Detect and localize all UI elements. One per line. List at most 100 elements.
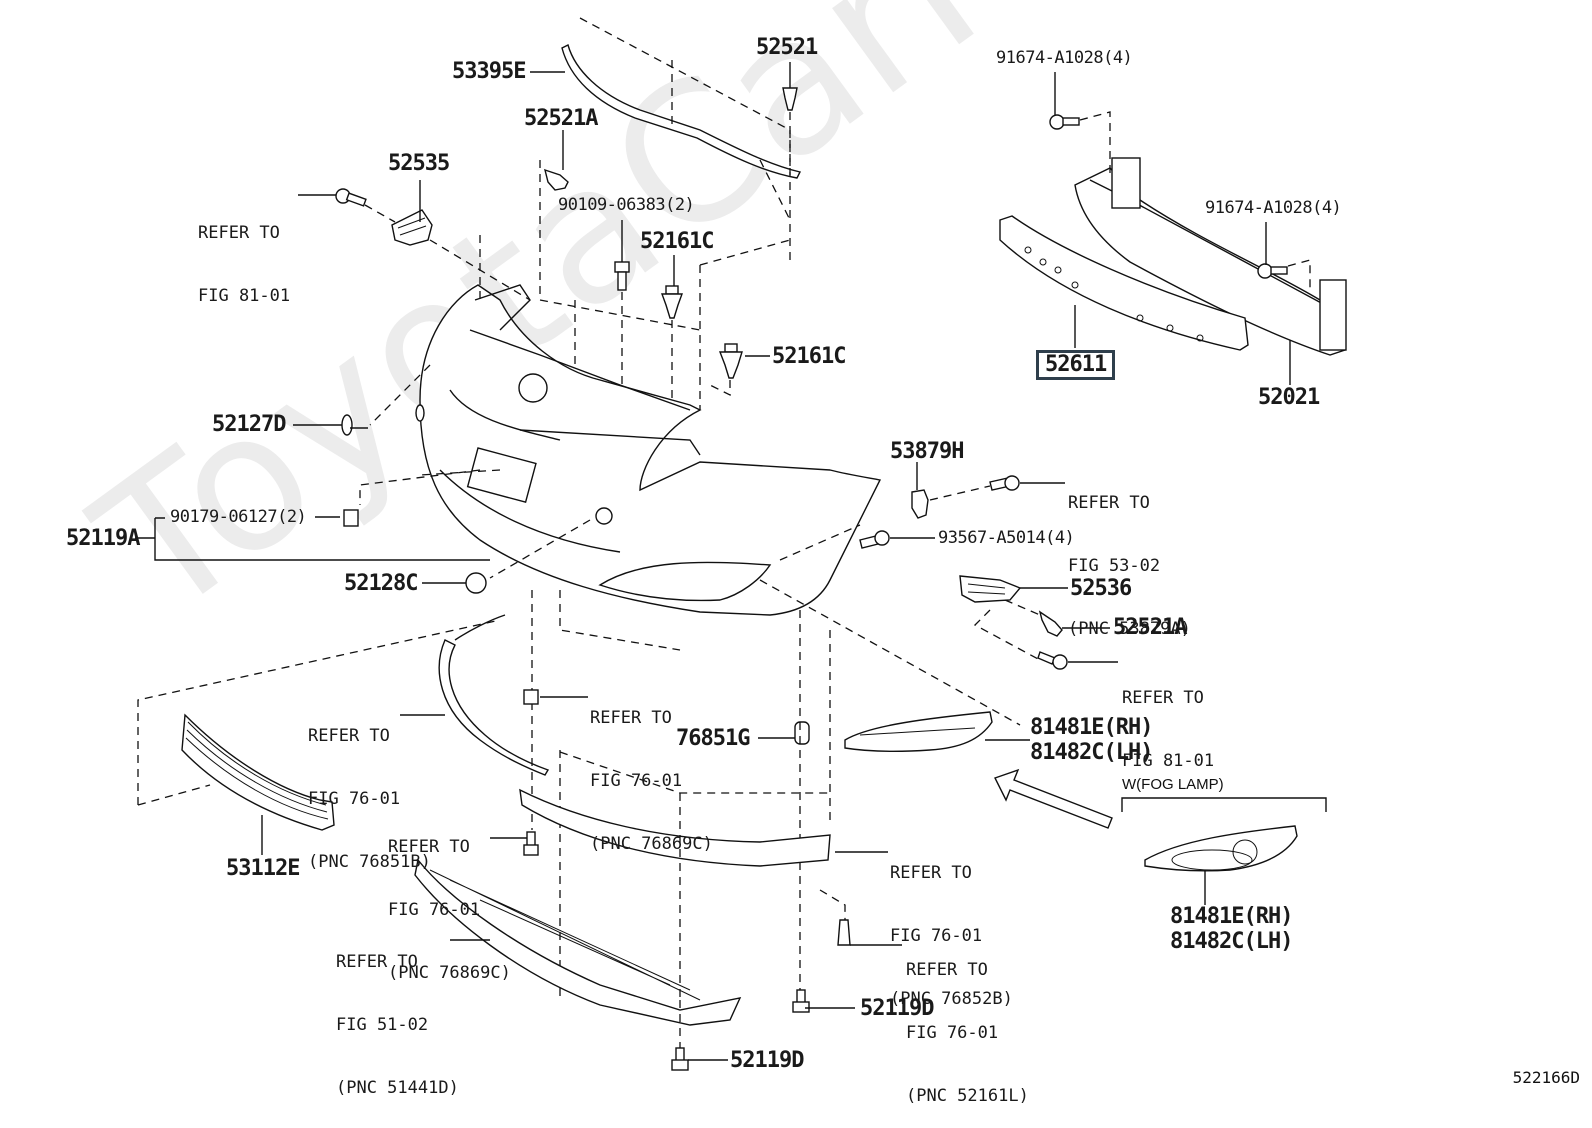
label-52521A-top[interactable]: 52521A xyxy=(524,106,598,131)
label-90179-06127[interactable]: 90179-06127(2) xyxy=(170,507,307,527)
refer-fig-53-02[interactable]: REFER TO FIG 53-02 (PNC 53879A) xyxy=(1068,451,1191,661)
label-53395E[interactable]: 53395E xyxy=(452,59,526,84)
refer-fig-76-01-pnc-76869C-bottom[interactable]: REFER TO FIG 76-01 (PNC 76869C) xyxy=(388,795,511,1005)
label-52535[interactable]: 52535 xyxy=(388,151,450,176)
refer-line-1: REFER TO xyxy=(1122,688,1204,708)
refer-line-2: FIG 76-01 xyxy=(590,771,683,791)
screw-52119D-lower[interactable] xyxy=(671,1047,689,1071)
label-52536[interactable]: 52536 xyxy=(1070,576,1132,601)
label-52161C-upper[interactable]: 52161C xyxy=(640,229,714,254)
clip-52161C-upper[interactable] xyxy=(661,285,683,319)
clip-52521A[interactable] xyxy=(544,168,569,191)
refer-line-2: FIG 81-01 xyxy=(1122,751,1215,771)
bracket-52536[interactable] xyxy=(959,575,1022,603)
label-52119A[interactable]: 52119A xyxy=(66,526,140,551)
label-52521A-right[interactable]: 52521A xyxy=(1113,615,1187,640)
bolt-refer-81-01-left[interactable] xyxy=(335,188,367,207)
refer-line-2: FIG 76-01 xyxy=(308,789,401,809)
refer-line-1: REFER TO xyxy=(198,223,280,243)
refer-line-2: FIG 76-01 xyxy=(906,1023,999,1043)
label-52119D-upper[interactable]: 52119D xyxy=(860,996,934,1021)
label-81482C-upper[interactable]: 81482C(LH) xyxy=(1030,740,1153,765)
refer-fig-76-01-pnc-76869C-top[interactable]: REFER TO FIG 76-01 (PNC 76869C) xyxy=(590,666,713,876)
fog-lamp-cover-with-lamp[interactable] xyxy=(1144,825,1298,872)
label-76851G[interactable]: 76851G xyxy=(676,726,750,751)
clip-refer-52161L[interactable] xyxy=(837,919,851,946)
label-53112E[interactable]: 53112E xyxy=(226,856,300,881)
refer-line-3: (PNC 76852B) xyxy=(890,989,1013,1009)
label-93567-A5014[interactable]: 93567-A5014(4) xyxy=(938,528,1075,548)
refer-fig-81-01-right[interactable]: REFER TO FIG 81-01 xyxy=(1122,646,1214,793)
label-90109-06383[interactable]: 90109-06383(2) xyxy=(558,195,695,215)
clip-52521[interactable] xyxy=(782,87,798,111)
reinforcement-76851B[interactable] xyxy=(438,614,550,776)
label-52161C-lower[interactable]: 52161C xyxy=(772,344,846,369)
bolt-90109-06383[interactable] xyxy=(614,261,630,291)
refer-line-2: FIG 81-01 xyxy=(198,286,291,306)
lower-grille-53112E[interactable] xyxy=(181,713,335,831)
nut-90179-06127[interactable] xyxy=(343,509,359,527)
refer-fig-81-01-left[interactable]: REFER TO FIG 81-01 xyxy=(198,181,290,328)
refer-fig-76-01-pnc-52161L[interactable]: REFER TO FIG 76-01 (PNC 52161L) xyxy=(906,918,1029,1128)
refer-line-2: FIG 51-02 xyxy=(336,1015,429,1035)
label-52127D[interactable]: 52127D xyxy=(212,412,286,437)
refer-line-3: (PNC 51441D) xyxy=(336,1078,459,1098)
screw-52119D-upper[interactable] xyxy=(792,989,810,1013)
refer-fig-51-02-pnc-51441D[interactable]: REFER TO FIG 51-02 (PNC 51441D) xyxy=(336,910,459,1120)
label-52521[interactable]: 52521 xyxy=(756,35,818,60)
refer-line-2: FIG 76-01 xyxy=(890,926,983,946)
refer-line-1: REFER TO xyxy=(308,726,390,746)
refer-line-3: (PNC 76851B) xyxy=(308,852,431,872)
label-53879H[interactable]: 53879H xyxy=(890,439,964,464)
bracket-52535[interactable] xyxy=(391,209,433,246)
bolt-refer-81-01-right[interactable] xyxy=(1037,651,1068,670)
bumper-cover-52119A[interactable] xyxy=(415,284,882,616)
label-52611-highlighted[interactable]: 52611 xyxy=(1036,350,1116,380)
reinforcement-76852B[interactable] xyxy=(519,788,831,867)
under-cover-51441D[interactable] xyxy=(414,858,742,1026)
label-81481E-lower[interactable]: 81481E(RH) xyxy=(1170,904,1293,929)
refer-line-2: FIG 53-02 xyxy=(1068,556,1161,576)
label-91674-A1028-lower[interactable]: 91674-A1028(4) xyxy=(1205,198,1342,218)
label-52119D-lower[interactable]: 52119D xyxy=(730,1048,804,1073)
refer-line-1: REFER TO xyxy=(906,960,988,980)
reinforcement-52021[interactable] xyxy=(1074,157,1347,356)
clip-52521A-right[interactable] xyxy=(1038,610,1063,637)
parts-diagram xyxy=(135,17,1347,1071)
direction-arrow xyxy=(994,768,1113,829)
bracket-53879H[interactable] xyxy=(911,489,929,519)
clip-52161C-lower[interactable] xyxy=(718,343,743,379)
refer-fig-76-01-pnc-76851B[interactable]: REFER TO FIG 76-01 (PNC 76851B) xyxy=(308,684,431,894)
leader-lines xyxy=(135,62,1291,1061)
refer-line-3: (PNC 53879A) xyxy=(1068,619,1191,639)
label-81482C-lower[interactable]: 81482C(LH) xyxy=(1170,929,1293,954)
bolt-91674-A1028-lower[interactable] xyxy=(1257,263,1288,279)
refer-line-1: REFER TO xyxy=(590,708,672,728)
label-52128C[interactable]: 52128C xyxy=(344,571,418,596)
moulding-53395E[interactable] xyxy=(561,43,802,179)
refer-line-3: (PNC 76869C) xyxy=(388,963,511,983)
refer-line-3: (PNC 52161L) xyxy=(906,1086,1029,1106)
fog-lamp-cover-81481E[interactable] xyxy=(844,711,993,753)
label-52021[interactable]: 52021 xyxy=(1258,385,1320,410)
clip-52127D[interactable] xyxy=(341,414,368,436)
screw-refer-76869C-bottom[interactable] xyxy=(523,831,539,856)
clip-76851G[interactable] xyxy=(794,721,810,745)
refer-line-3: (PNC 76869C) xyxy=(590,834,713,854)
refer-line-1: REFER TO xyxy=(890,863,972,883)
refer-line-2: FIG 76-01 xyxy=(388,900,481,920)
refer-line-1: REFER TO xyxy=(388,837,470,857)
screw-refer-53-02[interactable] xyxy=(989,475,1020,491)
cap-52128C[interactable] xyxy=(465,572,487,594)
label-91674-A1028-upper[interactable]: 91674-A1028(4) xyxy=(996,48,1133,68)
screw-refer-76869C-top[interactable] xyxy=(523,689,539,705)
figure-id: 522166D xyxy=(1512,1068,1580,1087)
screw-93567-A5014[interactable] xyxy=(859,530,890,549)
fog-lamp-group-title: W(FOG LAMP) xyxy=(1122,776,1224,793)
refer-fig-76-01-pnc-76852B[interactable]: REFER TO FIG 76-01 (PNC 76852B) xyxy=(890,821,1013,1031)
bolt-91674-A1028-upper[interactable] xyxy=(1049,114,1080,130)
refer-line-1: REFER TO xyxy=(336,952,418,972)
label-81481E-upper[interactable]: 81481E(RH) xyxy=(1030,715,1153,740)
absorber-52611[interactable] xyxy=(999,215,1249,351)
refer-line-1: REFER TO xyxy=(1068,493,1150,513)
